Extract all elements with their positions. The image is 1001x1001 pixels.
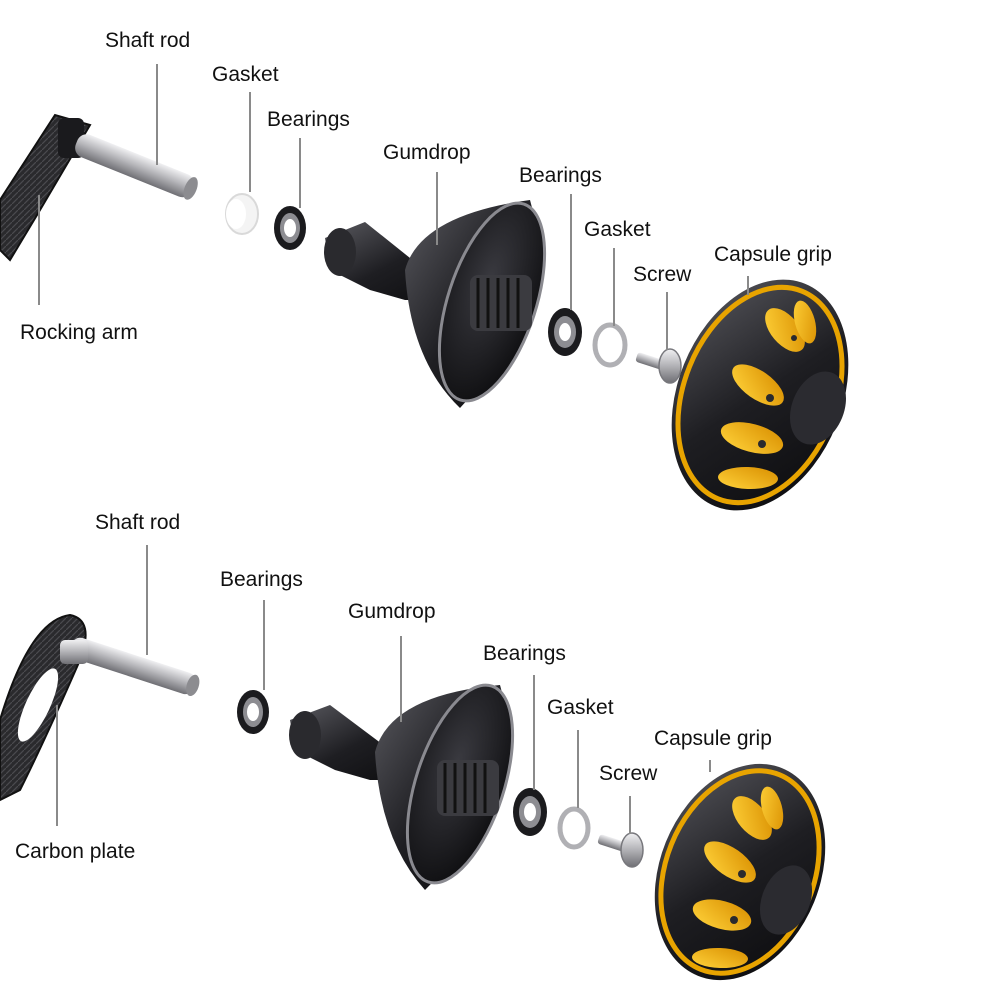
label-gumdrop: Gumdrop (383, 141, 471, 164)
label-screw: Screw (633, 263, 692, 286)
capsule-grip-part-2 (654, 763, 826, 981)
capsule-grip-part (671, 279, 849, 511)
label-rocking-arm: Rocking arm (20, 321, 138, 344)
label-bearings-2: Bearings (519, 164, 602, 187)
bottom-assembly: Shaft rod Bearings Gumdrop Bearings Gask… (0, 511, 826, 981)
label-capsule-grip: Capsule grip (714, 243, 832, 266)
gasket-part-2 (592, 322, 628, 368)
top-assembly: Shaft rod Gasket Bearings Gumdrop Bearin… (0, 29, 849, 511)
label-shaft-rod-2: Shaft rod (95, 511, 180, 534)
label-screw-2: Screw (599, 762, 658, 785)
bearing-part-1 (274, 206, 306, 250)
rocking-arm-part (0, 113, 92, 262)
label-bearings-1: Bearings (267, 108, 350, 131)
bearing-part-2 (548, 308, 582, 356)
gumdrop-thread-2 (437, 760, 499, 816)
label-gumdrop-2: Gumdrop (348, 600, 436, 623)
gumdrop-thread (470, 275, 532, 331)
label-bearings-3: Bearings (220, 568, 303, 591)
bearing-part-3 (237, 690, 269, 734)
gasket-part-3 (557, 806, 591, 850)
gasket-part-1 (225, 193, 259, 235)
gumdrop-part (324, 200, 547, 408)
bearing-part-4 (513, 788, 547, 836)
screw-part-2 (597, 832, 644, 868)
screw-part (635, 348, 682, 384)
label-shaft-rod: Shaft rod (105, 29, 190, 52)
label-gasket-3: Gasket (547, 696, 614, 719)
gumdrop-part-2 (289, 683, 515, 890)
label-gasket-1: Gasket (212, 63, 279, 86)
label-capsule-grip-2: Capsule grip (654, 727, 772, 750)
shaft-rod-part-2 (60, 637, 200, 697)
shaft-rod-part (75, 134, 198, 200)
label-bearings-4: Bearings (483, 642, 566, 665)
label-gasket-2: Gasket (584, 218, 651, 241)
label-carbon-plate: Carbon plate (15, 840, 135, 863)
